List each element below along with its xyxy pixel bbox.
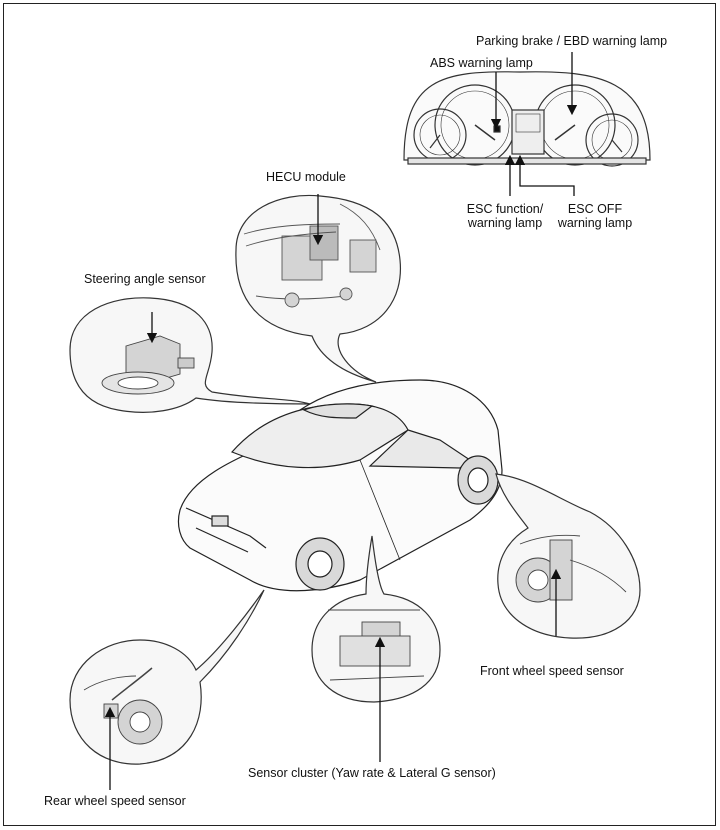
rear-wheel-speed-sensor-label: Rear wheel speed sensor [44, 794, 186, 808]
esc-function-line1: ESC function/ [466, 202, 544, 216]
front-wheel-bubble [495, 473, 641, 639]
steering-angle-sensor-label: Steering angle sensor [84, 272, 206, 286]
diagram-frame [3, 3, 716, 826]
esc-off-line1: ESC OFF [567, 202, 623, 216]
esc-function-line2: warning lamp [467, 216, 543, 230]
esc-off-line2: warning lamp [557, 216, 633, 230]
hecu-module-label: HECU module [266, 170, 346, 184]
sensor-cluster-label: Sensor cluster (Yaw rate & Lateral G sen… [248, 766, 496, 780]
instrument-cluster [403, 71, 651, 167]
rear-wheel-bubble [69, 589, 265, 790]
steering-angle-bubble [69, 297, 311, 413]
front-wheel-speed-sensor-label: Front wheel speed sensor [480, 664, 624, 678]
esc-function-label: ESC function/ warning lamp [450, 202, 560, 230]
sensor-cluster-bubble [311, 535, 441, 762]
cluster-leader-lines [490, 52, 578, 196]
vehicle [177, 379, 503, 592]
abs-lamp-label: ABS warning lamp [430, 56, 533, 70]
hecu-bubble [235, 194, 402, 383]
parking-brake-ebd-label: Parking brake / EBD warning lamp [476, 34, 668, 48]
esc-off-label: ESC OFF warning lamp [550, 202, 640, 230]
